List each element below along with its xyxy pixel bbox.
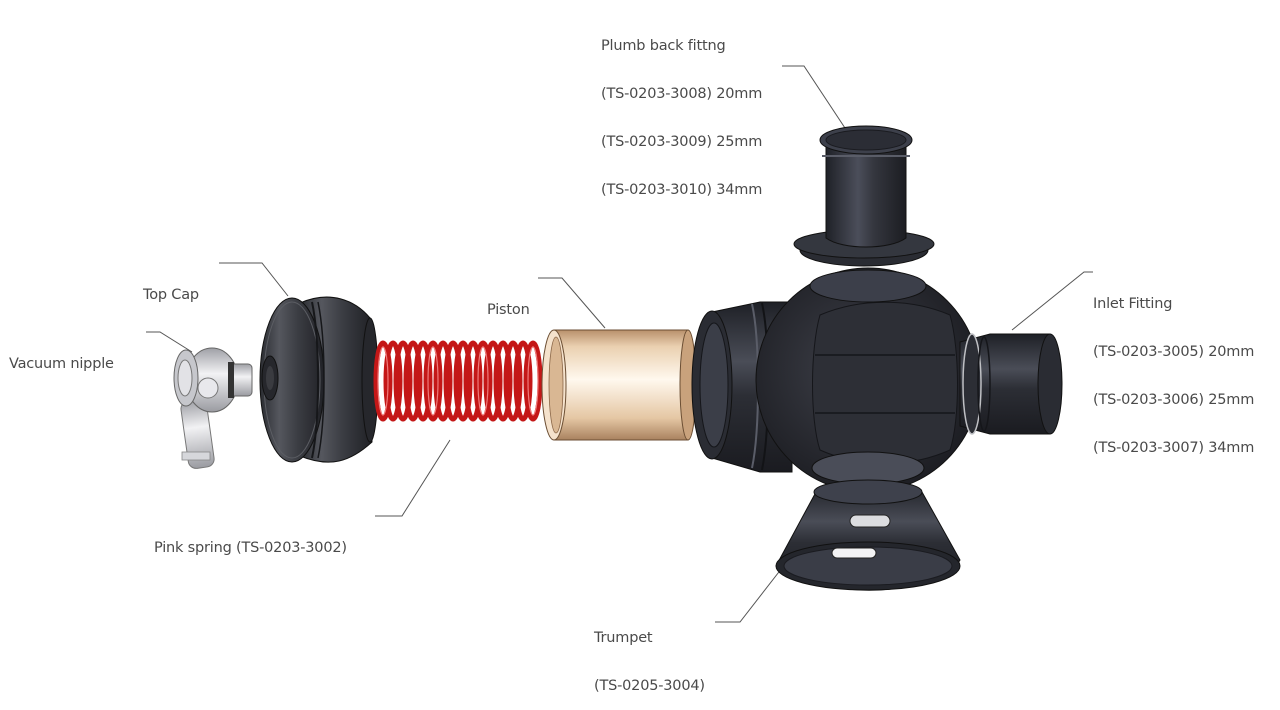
label-pink-spring: Pink spring (TS-0203-3002) — [154, 508, 347, 572]
leader-vacuum-nipple — [146, 331, 193, 353]
exploded-diagram — [146, 65, 1093, 623]
plumb-back-line-3: (TS-0203-3010) 34mm — [601, 182, 763, 198]
label-vacuum-nipple: Vacuum nipple — [9, 324, 114, 388]
piston-title: Piston — [487, 302, 530, 318]
pink-spring-part — [373, 340, 543, 422]
piston-part — [541, 329, 697, 441]
leader-inlet — [1011, 271, 1093, 331]
inlet-line-3: (TS-0203-3007) 34mm — [1093, 440, 1255, 456]
plumb-back-title: Plumb back fittng — [601, 38, 726, 54]
inlet-title: Inlet Fitting — [1093, 296, 1173, 312]
vacuum-nipple-title: Vacuum nipple — [9, 356, 114, 372]
label-inlet-fitting: Inlet Fitting (TS-0203-3005) 20mm (TS-02… — [1093, 264, 1254, 472]
label-trumpet: Trumpet (TS-0205-3004) — [594, 598, 705, 710]
leader-pink-spring — [375, 439, 451, 517]
label-top-cap: Top Cap — [143, 255, 199, 319]
trumpet-title: Trumpet — [594, 630, 653, 646]
trumpet-part-number: (TS-0205-3004) — [594, 678, 705, 694]
label-plumb-back-fitting: Plumb back fittng (TS-0203-3008) 20mm (T… — [601, 6, 762, 214]
plumb-back-line-2: (TS-0203-3009) 25mm — [601, 134, 763, 150]
valve-body-part — [691, 125, 1063, 591]
plumb-back-line-1: (TS-0203-3008) 20mm — [601, 86, 763, 102]
leader-plumb-back — [782, 65, 846, 129]
top-cap-part — [259, 296, 379, 463]
leader-lines — [146, 65, 1093, 623]
top-cap-title: Top Cap — [143, 287, 199, 303]
leader-trumpet — [715, 567, 783, 623]
leader-top-cap — [219, 262, 289, 297]
inlet-line-2: (TS-0203-3006) 25mm — [1093, 392, 1255, 408]
leader-piston — [538, 277, 606, 329]
pink-spring-title: Pink spring (TS-0203-3002) — [154, 540, 347, 556]
vacuum-nipple-part — [173, 347, 253, 469]
inlet-line-1: (TS-0203-3005) 20mm — [1093, 344, 1255, 360]
label-piston: Piston — [487, 270, 530, 334]
